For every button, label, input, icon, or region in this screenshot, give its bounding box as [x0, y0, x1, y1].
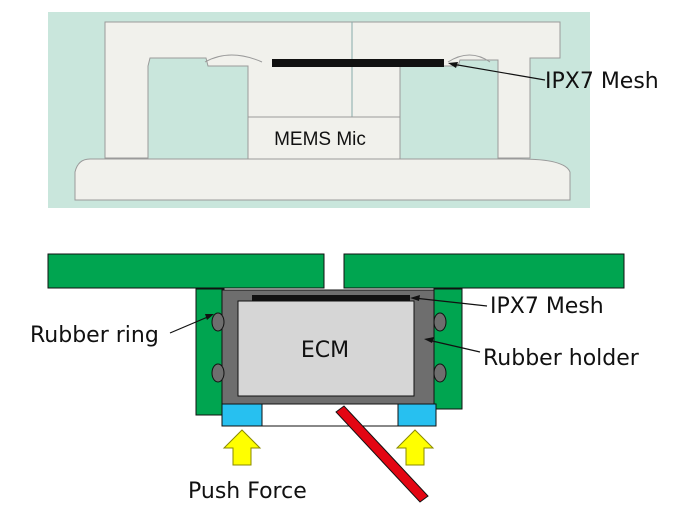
pad-right — [397, 403, 437, 427]
rubber-ring-label: Rubber ring — [30, 323, 159, 348]
ecm-body — [237, 300, 415, 397]
pcb-left — [47, 253, 325, 289]
push-arrow-right — [395, 429, 435, 466]
ring-bump-left-top — [211, 312, 225, 332]
red-wire — [335, 405, 429, 503]
rubber-holder-leader-arrowhead — [424, 337, 434, 343]
top-diagram: MEMS Mic IPX7 Mesh — [48, 12, 659, 208]
ecm-label: ECM — [301, 338, 349, 363]
rubber-holder-label: Rubber holder — [483, 346, 640, 371]
top-housing — [104, 21, 561, 159]
mems-mic-body — [247, 116, 401, 160]
top-mesh-leader — [451, 63, 546, 81]
bottom-mesh-leader-arrowhead — [410, 295, 420, 301]
top-base-plate — [74, 158, 571, 201]
rubber-ring-leader — [169, 315, 211, 334]
push-arrow-left — [222, 429, 262, 466]
ring-bump-right-top — [433, 312, 447, 332]
bottom-diagram: ECM IPX7 Mesh Rubber holder Rubber ring … — [30, 253, 640, 504]
top-mesh-label: IPX7 Mesh — [545, 69, 659, 94]
rubber-holder-leader — [427, 339, 481, 353]
contact-strip — [261, 403, 401, 427]
top-right-arch — [447, 54, 491, 63]
bottom-mesh-leader — [413, 297, 488, 307]
pcb-right — [343, 253, 625, 289]
mems-mic-label: MEMS Mic — [274, 129, 366, 150]
ring-bump-left-bottom — [211, 363, 225, 383]
top-mesh — [272, 59, 444, 67]
bottom-mesh-label: IPX7 Mesh — [490, 294, 604, 319]
top-mesh-leader-arrowhead — [448, 62, 458, 68]
pad-left — [221, 403, 263, 427]
rubber-ring-leader-arrowhead — [205, 314, 214, 320]
rubber-ring-left — [195, 288, 225, 416]
push-force-label: Push Force — [188, 479, 307, 504]
bottom-mesh — [252, 295, 410, 301]
ring-bump-right-bottom — [433, 363, 447, 383]
top-left-arch — [204, 54, 263, 63]
rubber-ring-right — [433, 288, 463, 410]
